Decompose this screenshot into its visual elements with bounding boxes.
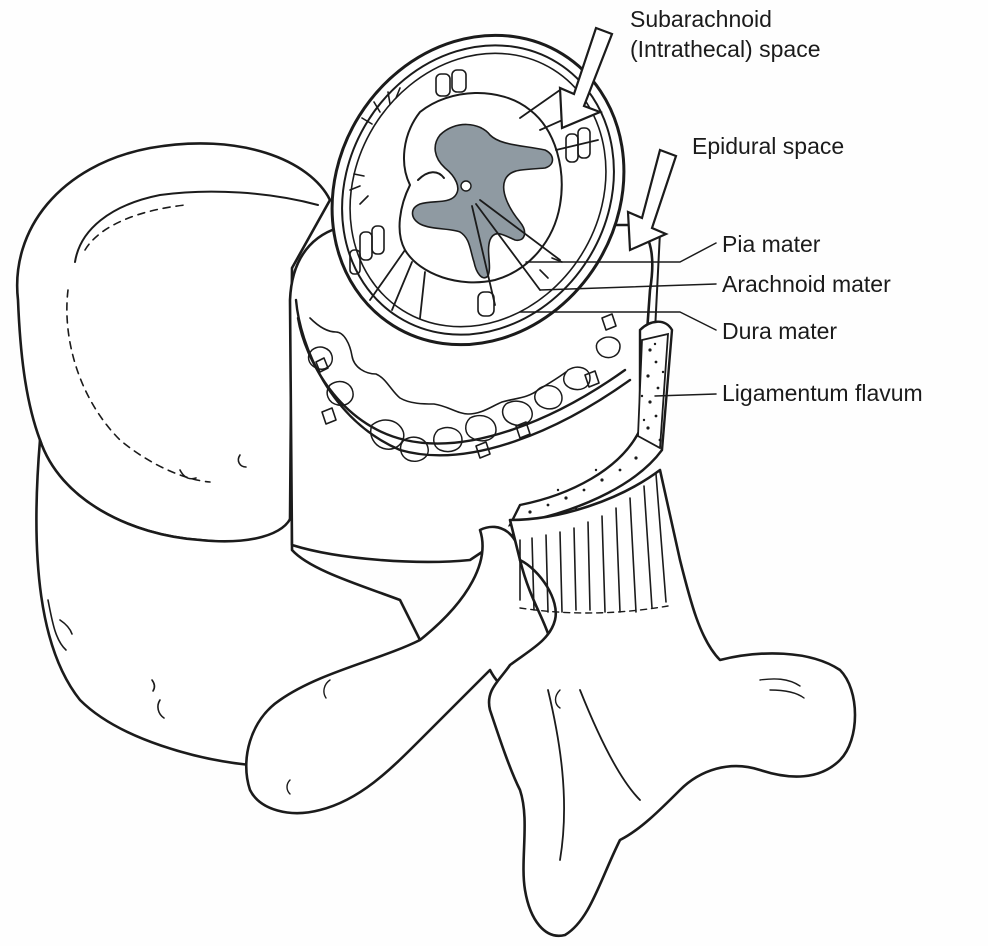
- epidural-space-label: Epidural space: [692, 131, 844, 161]
- subarachnoid-label-line2: (Intrathecal) space: [630, 34, 820, 64]
- epidural-arrow: [628, 150, 676, 250]
- dura-mater-label: Dura mater: [722, 316, 837, 346]
- subarachnoid-space-label: Subarachnoid (Intrathecal) space: [630, 4, 820, 64]
- pia-mater-label: Pia mater: [722, 229, 820, 259]
- subarachnoid-label-line1: Subarachnoid: [630, 4, 820, 34]
- ligamentum-flavum-label: Ligamentum flavum: [722, 378, 923, 408]
- arachnoid-mater-label: Arachnoid mater: [722, 269, 891, 299]
